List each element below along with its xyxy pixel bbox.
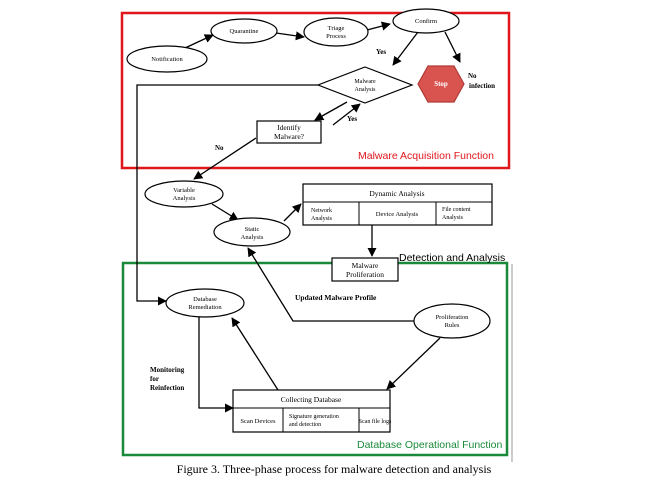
static-text-2: Analysis: [241, 234, 264, 241]
notification-node: [126, 45, 208, 73]
scan-devices-text: Scan Devices: [240, 418, 276, 425]
notification-text: Notification: [151, 56, 183, 63]
identify-text-2: Malware?: [274, 132, 305, 141]
monitoring-label-1: Monitoring: [150, 366, 185, 374]
confirm-text: Confirm: [415, 18, 437, 25]
malware-analysis-text-2: Analysis: [355, 87, 377, 93]
no-identify-label: No: [215, 144, 224, 152]
signature-text-2: and detection: [289, 422, 321, 428]
malware-proliferation-node: [331, 257, 399, 282]
identify-malware-node: [256, 120, 322, 144]
db-remediation-text-2: Remediation: [188, 304, 222, 311]
static-analysis-node: [213, 217, 291, 247]
dynamic-title: Dynamic Analysis: [369, 189, 424, 198]
triage-text-2: Process: [326, 33, 346, 40]
proliferation-text-2: Proliferation: [346, 270, 384, 279]
file-content-text-2: Analysis: [442, 215, 464, 221]
variable-text-2: Analysis: [173, 195, 196, 202]
proliferation-text-1: Malware: [352, 261, 379, 270]
updated-profile-label: Updated Malware Profile: [295, 293, 377, 302]
db-remediation-text-1: Database: [193, 296, 217, 303]
quarantine-text: Quarantine: [230, 28, 259, 35]
collecting-database-box: [232, 389, 391, 433]
acquisition-region: [120, 11, 511, 170]
stop-node: [417, 65, 465, 103]
operational-label: Database Operational Function: [357, 439, 502, 451]
acquisition-label: Malware Acquisition Function: [358, 150, 494, 162]
identify-text-1: Identify: [277, 123, 301, 132]
figure-caption: Figure 3. Three-phase process for malwar…: [176, 462, 492, 476]
yes-confirm-label: Yes: [376, 48, 386, 56]
malware-analysis-text-1: Malware: [354, 79, 376, 85]
malware-analysis-node: [316, 66, 414, 104]
monitoring-label-3: Reinfection: [150, 384, 184, 392]
no-infection-label-1: No: [468, 72, 477, 80]
proliferation-rules-node: [413, 303, 491, 339]
device-analysis-text: Device Analysis: [376, 211, 419, 218]
variable-text-1: Variable: [173, 187, 195, 194]
signature-text-1: Signature generation: [289, 414, 339, 420]
collecting-title: Collecting Database: [281, 395, 342, 404]
network-analysis-text-1: Network: [311, 208, 332, 214]
database-remediation-node: [165, 288, 245, 318]
variable-analysis-node: [144, 180, 224, 208]
monitoring-label-2: for: [150, 375, 159, 383]
file-content-text-1: File content: [442, 207, 471, 213]
no-infection-label-2: infection: [469, 82, 495, 90]
yes-identify-label: Yes: [347, 115, 357, 123]
scan-file-logs-text: Scan file logs: [359, 418, 392, 425]
triage-text-1: Triage: [328, 25, 345, 32]
prolif-rules-text-2: Rules: [445, 322, 460, 329]
dynamic-analysis-box: [302, 183, 493, 226]
quarantine-node: [210, 18, 278, 44]
network-analysis-text-2: Analysis: [311, 216, 333, 222]
confirm-node: [392, 8, 460, 34]
static-text-1: Static: [245, 226, 260, 233]
stop-text: Stop: [434, 80, 448, 88]
operational-region: [121, 261, 509, 457]
detection-label: Detection and Analysis: [399, 252, 505, 264]
prolif-rules-text-1: Proliferation: [436, 314, 470, 321]
triage-node: [303, 17, 369, 47]
